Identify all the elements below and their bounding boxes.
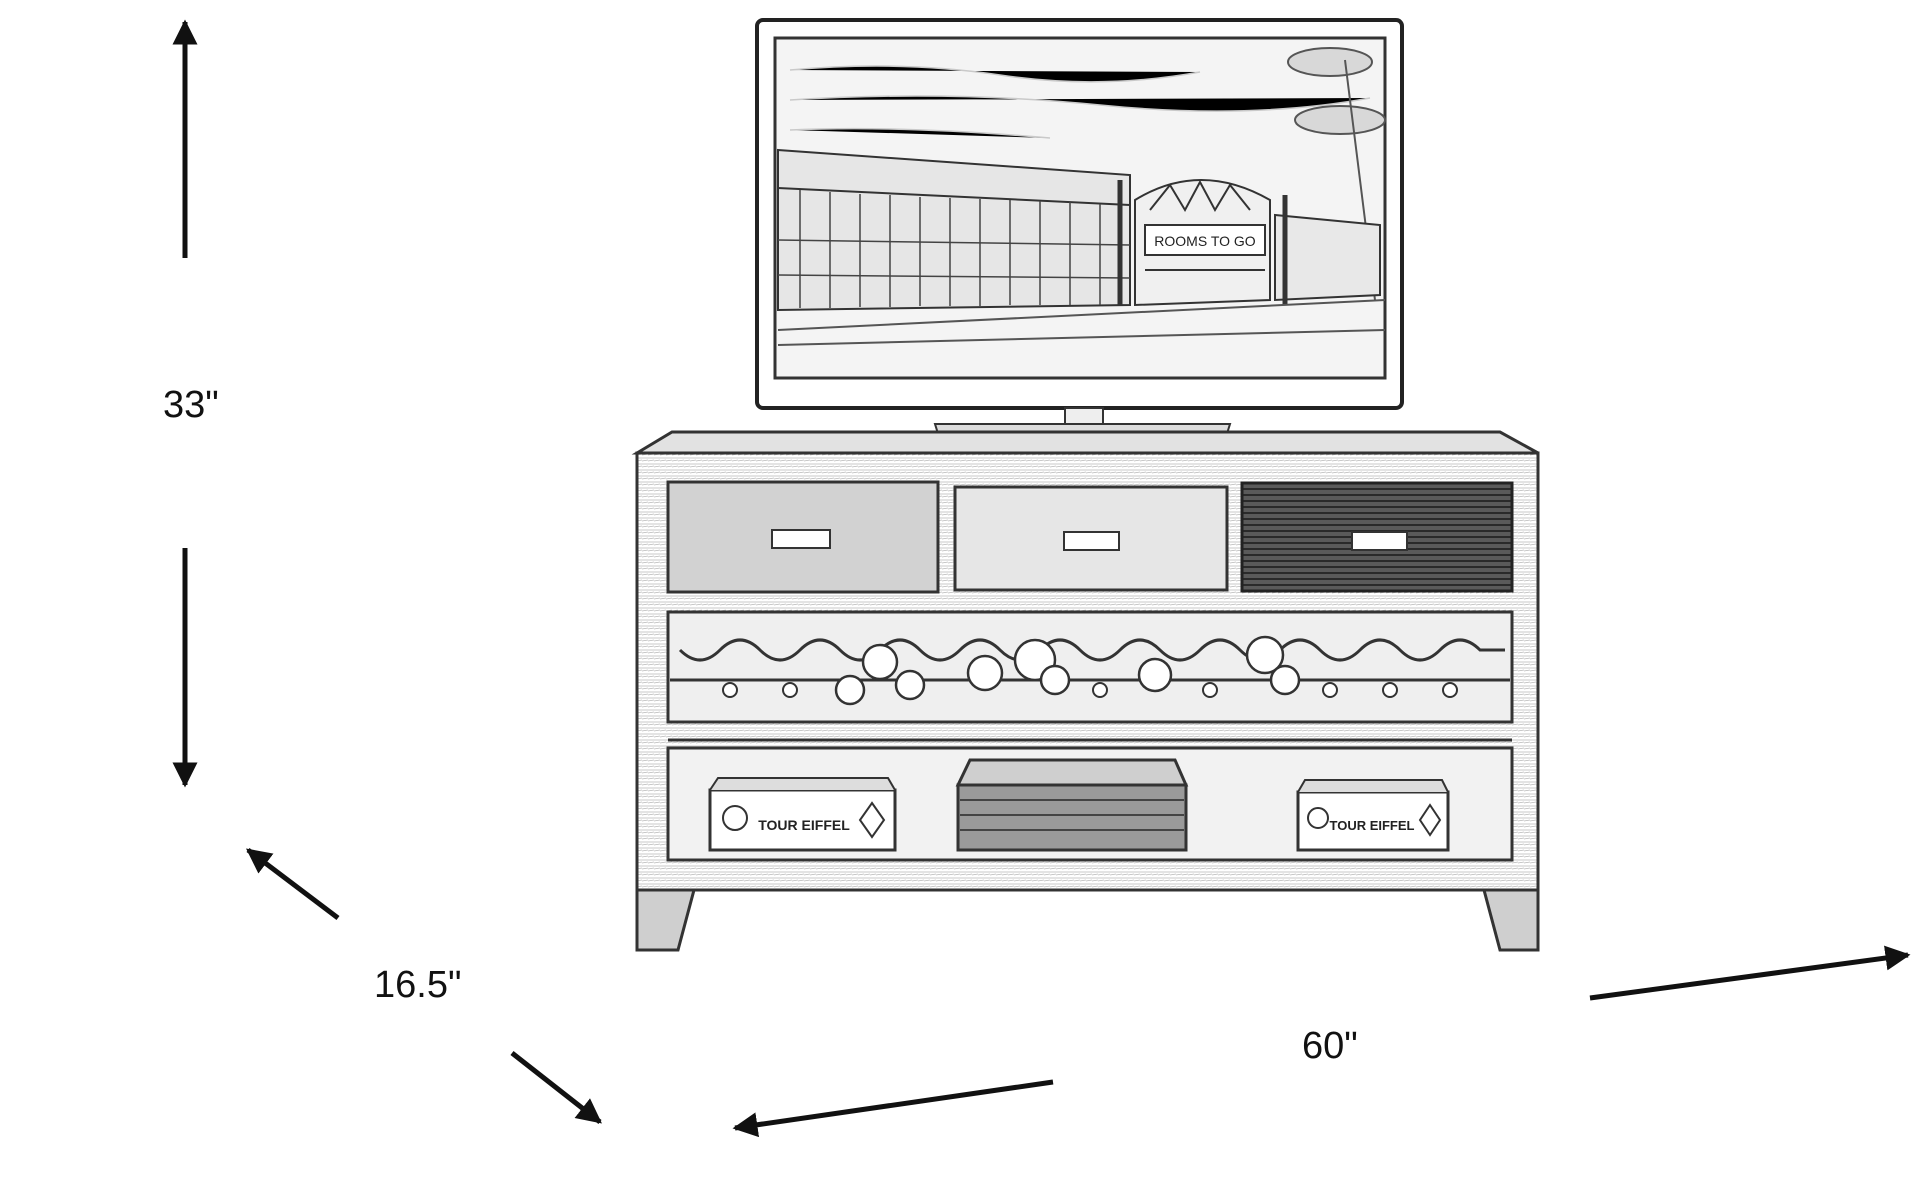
width-dimension-label: 60" (1302, 1025, 1358, 1067)
width-arrow (732, 945, 1911, 1138)
box-label-left: TOUR EIFFEL (758, 817, 850, 833)
drawer-right (1240, 481, 1514, 593)
television: ROOMS TO GO (755, 18, 1404, 441)
wine-rack (666, 610, 1514, 724)
box-label-right: TOUR EIFFEL (1330, 818, 1415, 833)
depth-arrow (246, 848, 602, 1124)
height-dimension-label: 33" (163, 384, 219, 426)
store-sign-text: ROOMS TO GO (1154, 233, 1255, 249)
wine-bottles (834, 635, 1301, 706)
store-building (777, 148, 1381, 312)
drawer-left (666, 480, 940, 594)
depth-dimension-label: 16.5" (374, 964, 462, 1006)
wicker-basket (955, 758, 1189, 852)
console-cabinet: TOUR EIFFEL TOUR EIFFEL (631, 430, 1540, 952)
storage-box-left (708, 777, 897, 852)
drawer-middle (953, 485, 1229, 592)
storage-box-right (1296, 779, 1450, 852)
